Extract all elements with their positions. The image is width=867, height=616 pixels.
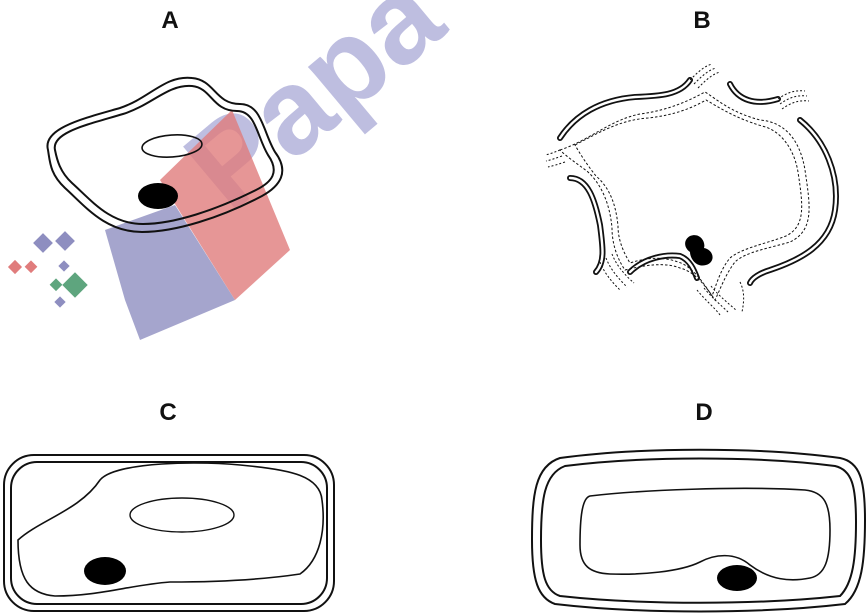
cell-c xyxy=(4,455,334,611)
cell-b-wall-fragment xyxy=(560,80,690,138)
cell-c-vacuole xyxy=(130,498,234,532)
label-c: C xyxy=(159,399,176,426)
watermark-diamond xyxy=(55,231,75,251)
cell-c-cell-wall-outer xyxy=(4,455,334,611)
watermark-diamond xyxy=(54,296,65,307)
label-b: B xyxy=(693,7,710,34)
label-a: A xyxy=(161,7,178,34)
cell-c-nucleus xyxy=(84,557,126,585)
cell-c-cytoplasm-membrane xyxy=(18,463,323,596)
cell-a-nucleus xyxy=(138,183,178,209)
watermark-diamond xyxy=(8,260,22,274)
cell-d-cell-wall-inner xyxy=(541,459,856,603)
cell-d-cell-wall-outer xyxy=(532,450,865,612)
cell-d-nucleus xyxy=(717,565,757,591)
cell-b-wall-fragment xyxy=(750,120,836,283)
watermark-diamond xyxy=(62,272,87,297)
cell-b xyxy=(545,64,836,315)
label-d: D xyxy=(695,399,712,426)
cell-d xyxy=(532,450,865,612)
watermark: Papa xyxy=(8,0,467,340)
watermark-diamond xyxy=(50,278,63,291)
watermark-diamond xyxy=(33,233,53,253)
watermark-diamond xyxy=(58,260,69,271)
cell-b-wall-fragment xyxy=(570,178,603,272)
cell-d-shrunken-protoplast xyxy=(580,488,830,579)
watermark-diamond xyxy=(25,260,38,273)
